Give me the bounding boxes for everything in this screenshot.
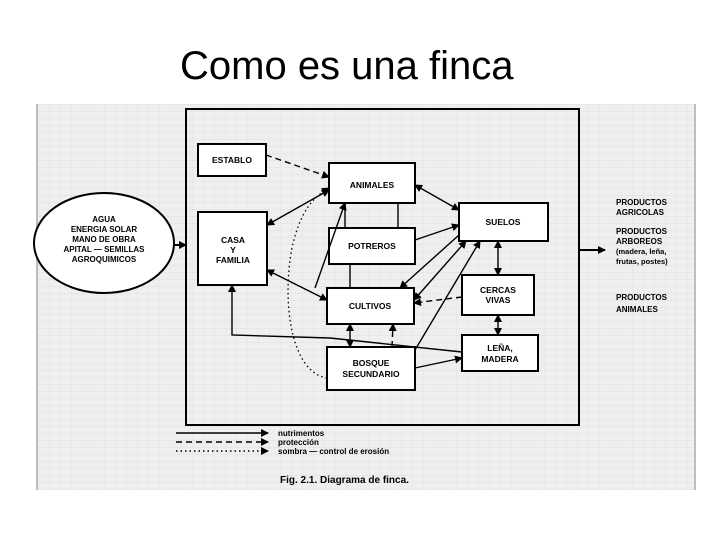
node-bosque-label-1: BOSQUE [353,358,390,368]
node-suelos-box [458,202,549,242]
node-potreros-box [328,227,416,265]
output-arboreos-1: PRODUCTOS [616,227,668,236]
arrow-establo-animales [265,154,330,179]
output-arboreos-2: ARBOREOS [616,237,663,246]
node-establo-label: ESTABLO [212,155,252,165]
node-cultivos-label: CULTIVOS [349,301,392,311]
legend-sombra: sombra — control de erosión [278,447,389,456]
figure-caption: Fig. 2.1. Diagrama de finca. [280,475,409,486]
inputs-ellipse [33,192,175,294]
output-agricolas-1: PRODUCTOS [616,198,668,207]
arrow-cultivos-animales-up [314,202,347,289]
node-suelos-label: SUELOS [486,217,521,227]
arrow-casa-cultivos [266,269,328,301]
node-potreros-label: POTREROS [348,241,396,251]
output-animales-1: PRODUCTOS [616,293,668,302]
node-animales-label: ANIMALES [350,180,395,190]
node-casa-box [197,211,268,286]
node-establo-box [197,143,267,177]
farm-boundary [185,108,580,426]
arrow-animales-suelos [414,184,460,211]
node-animales-box [328,162,416,204]
output-arboreos-4: frutas, postes) [616,257,668,266]
inputs-line-5: AGROQUIMICOS [72,255,137,264]
arrow-cercas-cultivos [413,296,463,307]
node-bosque-box [326,346,416,391]
node-bosque-label-2: SECUNDARIO [342,369,400,379]
arrow-cultivos-suelos [413,240,467,301]
node-casa-label-1: CASA [221,235,245,245]
arrow-bosque-suelos [414,240,481,351]
slide-title: Como es una finca [180,44,514,88]
legend-nutrimentos: nutrimentos [278,429,325,438]
arrow-suelos-cultivos [399,234,460,289]
arrow-bosque-lena [414,355,463,369]
inputs-line-2: ENERGIA SOLAR [71,225,138,234]
inputs-line-1: AGUA [92,215,116,224]
output-animales-2: ANIMALES [616,305,658,314]
arrow-bosque-cultivos-dashed [388,323,397,348]
node-lena-label-2: MADERA [481,354,518,364]
node-cultivos-box [326,287,415,325]
node-cercas-label-2: VIVAS [486,295,511,305]
legend-proteccion: protección [278,438,319,447]
node-cercas-label-1: CERCAS [480,285,516,295]
output-agricolas-2: AGRICOLAS [616,208,665,217]
node-casa-label-3: FAMILIA [216,255,250,265]
inputs-line-3: MANO DE OBRA [72,235,136,244]
node-lena-box [461,334,539,372]
inputs-line-4: APITAL — SEMILLAS [63,245,145,254]
node-lena-label-1: LEÑA, [487,343,513,353]
node-casa-label-2: Y [230,245,236,255]
output-arboreos-3: (madera, leña, [616,247,666,256]
arrow-potreros-suelos [414,223,460,241]
arrow-animales-casa [266,189,330,226]
arrow-lena-casa [228,284,463,353]
